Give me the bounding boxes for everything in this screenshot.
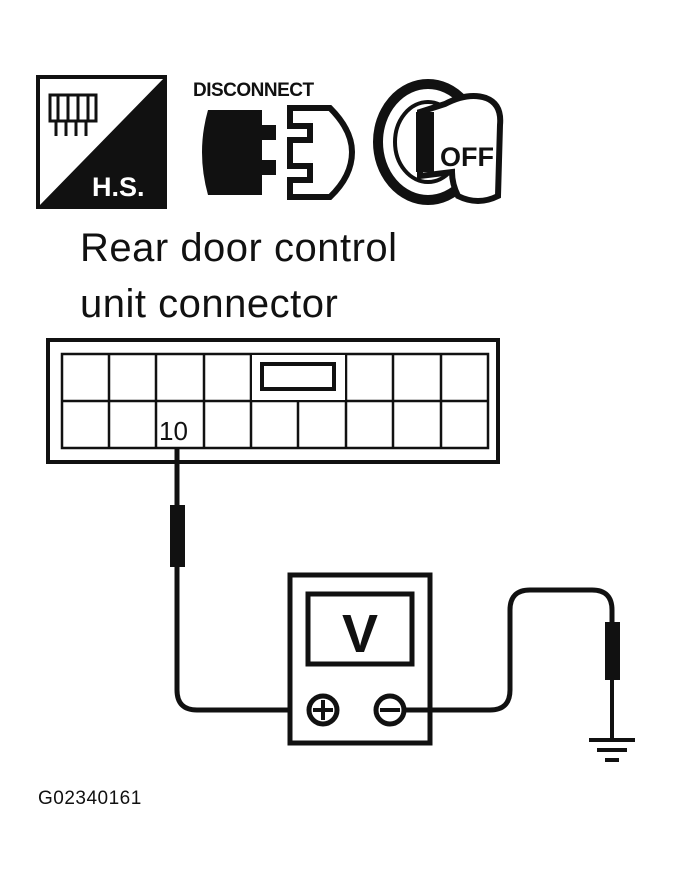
disconnect-connector-icon: DISCONNECT — [193, 80, 356, 200]
negative-terminal — [373, 693, 407, 727]
ground-symbol-icon — [589, 738, 635, 762]
disconnect-label: DISCONNECT — [193, 80, 315, 101]
harness-connector-icon: H.S. — [36, 75, 167, 209]
off-label: OFF — [440, 142, 494, 172]
negative-test-lead — [404, 587, 620, 738]
unit-connector: 10 — [46, 338, 500, 464]
positive-terminal — [306, 693, 340, 727]
connector-title-line1: Rear door control — [80, 226, 398, 270]
voltmeter: V — [287, 572, 433, 746]
ignition-key-off-icon: OFF — [373, 79, 504, 205]
figure-code: G02340161 — [38, 788, 142, 809]
connector-title-line2: unit connector — [80, 282, 339, 326]
meter-display: V — [342, 604, 378, 664]
terminal-10-label: 10 — [159, 416, 188, 446]
positive-test-lead — [170, 448, 318, 713]
hs-label: H.S. — [92, 172, 145, 202]
